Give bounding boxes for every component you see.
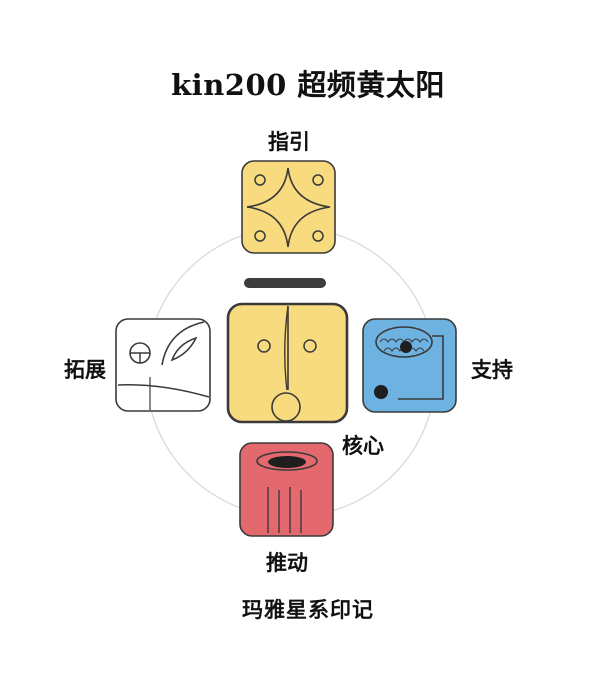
sun-icon	[226, 302, 349, 424]
worldbridger-icon	[115, 318, 211, 412]
challenge-label: 拓展	[64, 357, 106, 382]
page-title: kin200 超频黄太阳	[171, 68, 445, 102]
star-icon	[241, 160, 336, 254]
core-label: 核心	[342, 433, 384, 458]
occult-label: 推动	[266, 550, 308, 575]
support-label: 支持	[471, 357, 513, 382]
tone-bar	[244, 278, 326, 288]
footer-caption: 玛雅星系印记	[242, 597, 374, 622]
night-icon	[362, 318, 457, 413]
serpent-icon	[239, 442, 334, 537]
guide-label: 指引	[268, 129, 310, 154]
